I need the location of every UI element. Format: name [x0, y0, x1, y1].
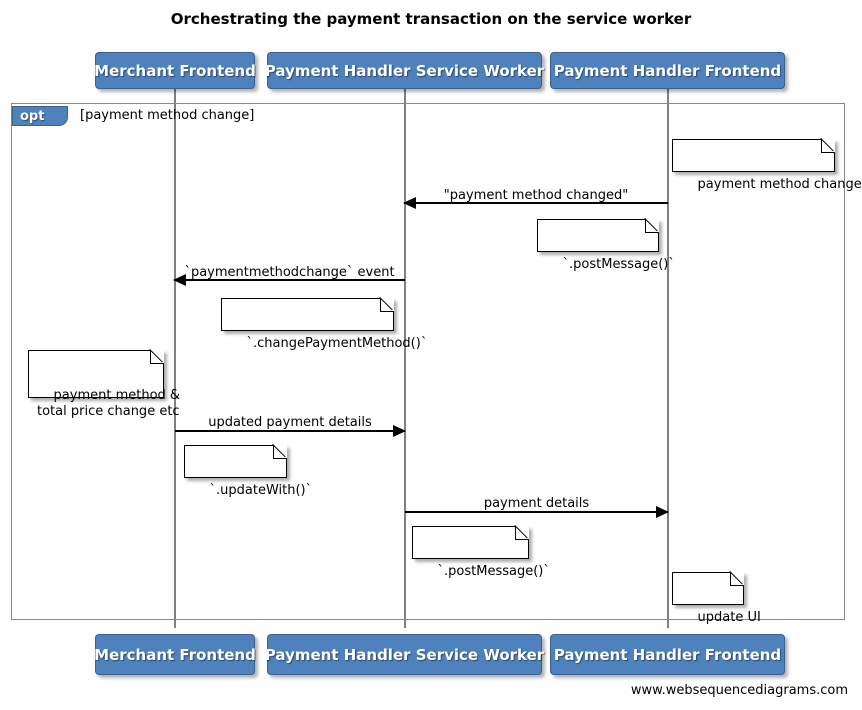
- footer-credit: www.websequencediagrams.com: [630, 683, 848, 698]
- actor-label: Merchant Frontend: [94, 61, 256, 80]
- lifeline-merchant-frontend: [174, 88, 176, 628]
- note-postmessage-2: `.postMessage()`: [412, 526, 550, 579]
- actor-box-payment-handler-frontend-top[interactable]: Payment Handler Frontend: [550, 52, 785, 89]
- lifeline-payment-handler-service-worker: [404, 88, 406, 628]
- message-shaft: [174, 279, 405, 281]
- actor-box-merchant-frontend-bottom[interactable]: Merchant Frontend: [94, 634, 256, 675]
- message-label-payment-method-changed: "payment method changed": [443, 188, 629, 203]
- note-dogear-icon: [273, 445, 287, 459]
- actor-box-payment-handler-service-worker-top[interactable]: Payment Handler Service Worker: [264, 52, 545, 89]
- note-payment-method-total-price: payment method & total price change etc: [28, 350, 180, 419]
- actor-box-payment-handler-frontend-bottom[interactable]: Payment Handler Frontend: [550, 634, 785, 675]
- note-dogear-icon: [730, 572, 744, 586]
- message-updated-payment-details[interactable]: [175, 425, 406, 437]
- arrowhead-right-icon: [656, 506, 669, 518]
- arrowhead-left-icon: [173, 274, 186, 286]
- note-update-with: `.updateWith()`: [184, 445, 312, 498]
- opt-fragment-frame: [11, 103, 845, 620]
- note-dogear-icon: [821, 139, 835, 153]
- message-label-payment-details: payment details: [483, 496, 590, 511]
- actor-label: Merchant Frontend: [94, 645, 256, 664]
- message-shaft: [405, 511, 668, 513]
- message-paymentmethodchange-event[interactable]: [173, 274, 405, 286]
- opt-fragment-tag: opt: [12, 106, 68, 126]
- message-payment-details[interactable]: [405, 506, 669, 518]
- actor-box-payment-handler-service-worker-bottom[interactable]: Payment Handler Service Worker: [264, 634, 545, 675]
- opt-fragment-guard: [payment method change]: [80, 108, 255, 123]
- actor-label: Payment Handler Frontend: [553, 645, 782, 664]
- actor-label: Payment Handler Frontend: [553, 61, 782, 80]
- arrowhead-left-icon: [403, 197, 416, 209]
- note-payment-method-changed: payment method changed: [672, 139, 862, 192]
- lifeline-payment-handler-frontend: [667, 88, 669, 628]
- actor-label: Payment Handler Service Worker: [264, 61, 545, 80]
- note-dogear-icon: [645, 219, 659, 233]
- note-dogear-icon: [515, 526, 529, 540]
- actor-box-merchant-frontend-top[interactable]: Merchant Frontend: [94, 52, 256, 89]
- message-payment-method-changed[interactable]: [403, 197, 668, 209]
- actor-label: Payment Handler Service Worker: [264, 645, 545, 664]
- message-shaft: [175, 430, 405, 432]
- message-label-paymentmethodchange-event: `paymentmethodchange` event: [184, 265, 395, 280]
- note-dogear-icon: [380, 298, 394, 312]
- message-label-updated-payment-details: updated payment details: [208, 415, 372, 430]
- page-title: Orchestrating the payment transaction on…: [170, 10, 692, 28]
- message-shaft: [404, 202, 668, 204]
- note-dogear-icon: [150, 350, 164, 364]
- note-update-ui: update UI: [672, 572, 761, 625]
- note-postmessage-1: `.postMessage()`: [537, 219, 675, 272]
- note-change-payment-method: `.changePaymentMethod()`: [221, 298, 427, 351]
- arrowhead-right-icon: [393, 425, 406, 437]
